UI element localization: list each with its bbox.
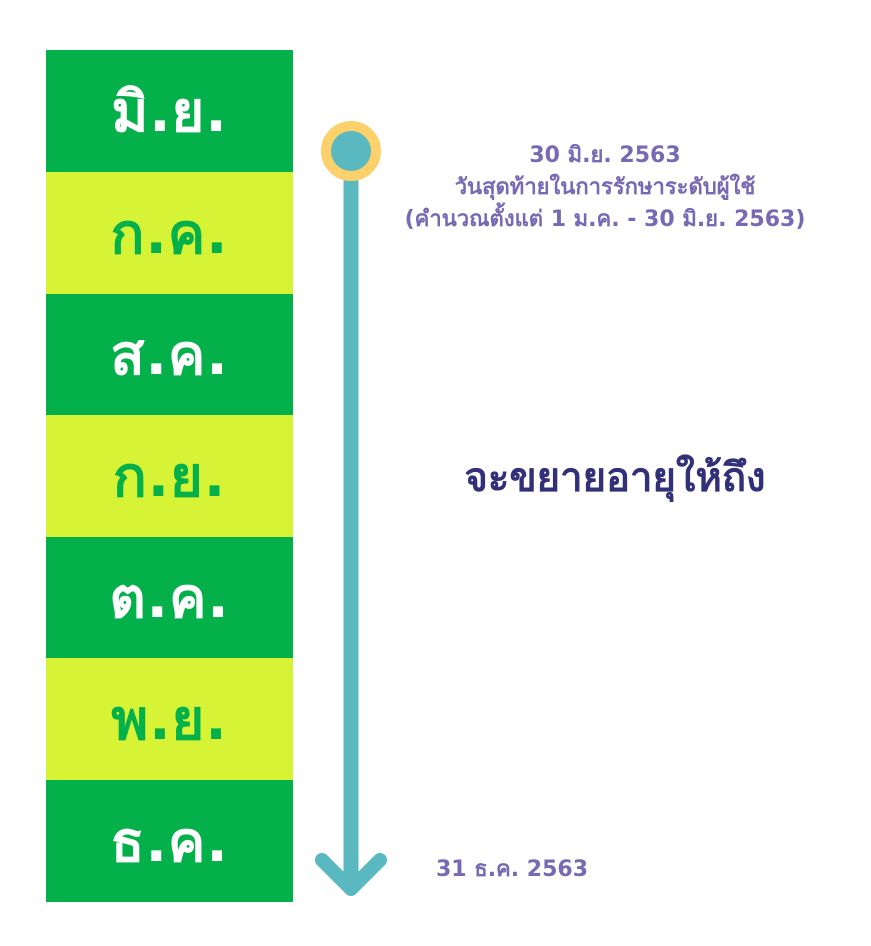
month-cell-oct: ต.ค.: [46, 537, 293, 658]
month-label: พ.ย.: [111, 687, 228, 753]
month-label: ธ.ค.: [110, 809, 229, 875]
arrow-down-icon: [315, 853, 387, 896]
start-period-note: (คำนวณตั้งแต่ 1 ม.ค. - 30 มิ.ย. 2563): [404, 207, 806, 232]
month-cell-dec: ธ.ค.: [46, 780, 293, 902]
extension-heading: จะขยายอายุให้ถึง: [464, 455, 766, 501]
start-description: วันสุดท้ายในการรักษาระดับผู้ใช้: [454, 175, 756, 200]
month-label: ก.ค.: [110, 201, 229, 267]
month-cell-aug: ส.ค.: [46, 294, 293, 415]
month-column: มิ.ย. ก.ค. ส.ค. ก.ย. ต.ค. พ.ย. ธ.ค.: [46, 50, 293, 902]
end-date: 31 ธ.ค. 2563: [436, 857, 589, 882]
start-marker: [321, 121, 381, 181]
month-cell-jul: ก.ค.: [46, 172, 293, 294]
month-label: ก.ย.: [112, 444, 227, 510]
month-cell-nov: พ.ย.: [46, 658, 293, 780]
start-date: 30 มิ.ย. 2563: [529, 143, 681, 168]
month-cell-sep: ก.ย.: [46, 415, 293, 537]
start-annotation: 30 มิ.ย. 2563 วันสุดท้ายในการรักษาระดับผ…: [360, 140, 850, 236]
month-label: ต.ค.: [109, 566, 230, 631]
month-label: มิ.ย.: [111, 79, 228, 145]
month-label: ส.ค.: [110, 323, 229, 388]
month-cell-jun: มิ.ย.: [46, 50, 293, 172]
